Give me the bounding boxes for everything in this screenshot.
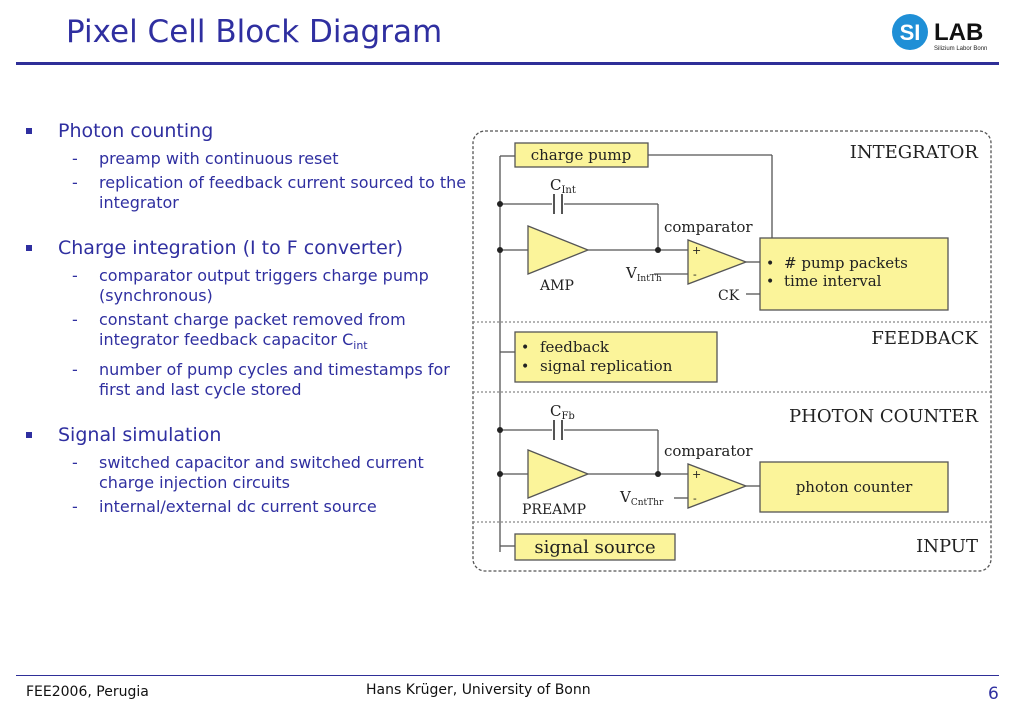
silab-logo: SI LAB Silizium Labor Bonn (892, 14, 987, 52)
bullet-photon-counting: Photon counting (22, 120, 467, 143)
bullet-square-icon (26, 245, 32, 251)
footer-conference: FEE2006, Perugia (26, 684, 149, 700)
logo-lab: LAB (934, 19, 983, 46)
bullet-charge-integration: Charge integration (I to F converter) (22, 237, 467, 260)
feedback-bullet-1: • (521, 340, 529, 356)
section-input: INPUT (916, 536, 978, 557)
amp-label: AMP (539, 278, 574, 294)
photon-counter-label: photon counter (796, 478, 913, 496)
diagram-frame (472, 130, 992, 572)
section-feedback: FEEDBACK (871, 328, 978, 349)
charge-pump-box (514, 142, 649, 168)
comp-top-minus: - (693, 268, 697, 281)
comp-bottom-plus: + (692, 468, 701, 481)
photon-counter-box (759, 461, 949, 513)
signal-source-label: signal source (534, 537, 655, 558)
sub-bullet: -internal/external dc current source (72, 497, 377, 517)
feedback-item-2: signal replication (540, 357, 673, 375)
comparator-bottom-label: comparator (664, 442, 753, 460)
sub-bullet: -replication of feedback current sourced… (72, 173, 467, 212)
v-cntthr-label: VCntThr (619, 488, 664, 508)
amp-triangle (527, 225, 590, 275)
footer-rule (16, 675, 999, 676)
comp-top-plus: + (692, 244, 701, 257)
feedback-bullet-2: • (521, 359, 529, 375)
comp-bottom-minus: - (693, 492, 697, 505)
sub-bullet: -preamp with continuous reset (72, 149, 339, 168)
output-bullet-2: • (766, 274, 774, 290)
bullet-list: Photon counting -preamp with continuous … (22, 120, 467, 521)
logo-si: SI (900, 20, 921, 45)
ck-label: CK (718, 288, 740, 304)
charge-pump-label: charge pump (531, 146, 632, 164)
comparator-top-label: comparator (664, 218, 753, 236)
page-title: Pixel Cell Block Diagram (66, 14, 443, 50)
output-bullet-1: • (766, 256, 774, 272)
comparator-top-triangle (687, 239, 748, 285)
output-item-2: time interval (784, 272, 882, 290)
sub-bullet: -constant charge packet removed from int… (72, 310, 406, 353)
bullet-signal-simulation: Signal simulation (22, 424, 467, 447)
pixel-cell-block-diagram: INTEGRATOR FEEDBACK PHOTON COUNTER INPUT… (472, 130, 992, 572)
section-integrator: INTEGRATOR (850, 142, 979, 163)
feedback-box (514, 331, 718, 383)
sub-bullet: -switched capacitor and switched current… (72, 453, 424, 493)
sub-bullet: -comparator output triggers charge pump … (72, 266, 429, 305)
bullet-square-icon (26, 432, 32, 439)
v-intth-label: VIntTh (625, 264, 662, 284)
title-rule (16, 62, 999, 65)
preamp-label: PREAMP (522, 502, 586, 518)
signal-source-box (514, 533, 676, 561)
output-item-1: # pump packets (784, 254, 908, 272)
logo-tagline: Silizium Labor Bonn (934, 46, 987, 52)
sub-bullet: -number of pump cycles and timestamps fo… (72, 360, 450, 400)
c-fb-label: CFb (550, 402, 575, 422)
feedback-item-1: feedback (540, 338, 610, 356)
footer-author: Hans Krüger, University of Bonn (366, 682, 591, 698)
preamp-triangle (527, 449, 590, 499)
page-number: 6 (988, 684, 999, 704)
bullet-square-icon (26, 128, 32, 134)
c-int-label: CInt (550, 176, 576, 196)
comparator-bottom-triangle (687, 463, 748, 509)
output-box (759, 237, 949, 311)
section-photon-counter: PHOTON COUNTER (789, 406, 978, 427)
